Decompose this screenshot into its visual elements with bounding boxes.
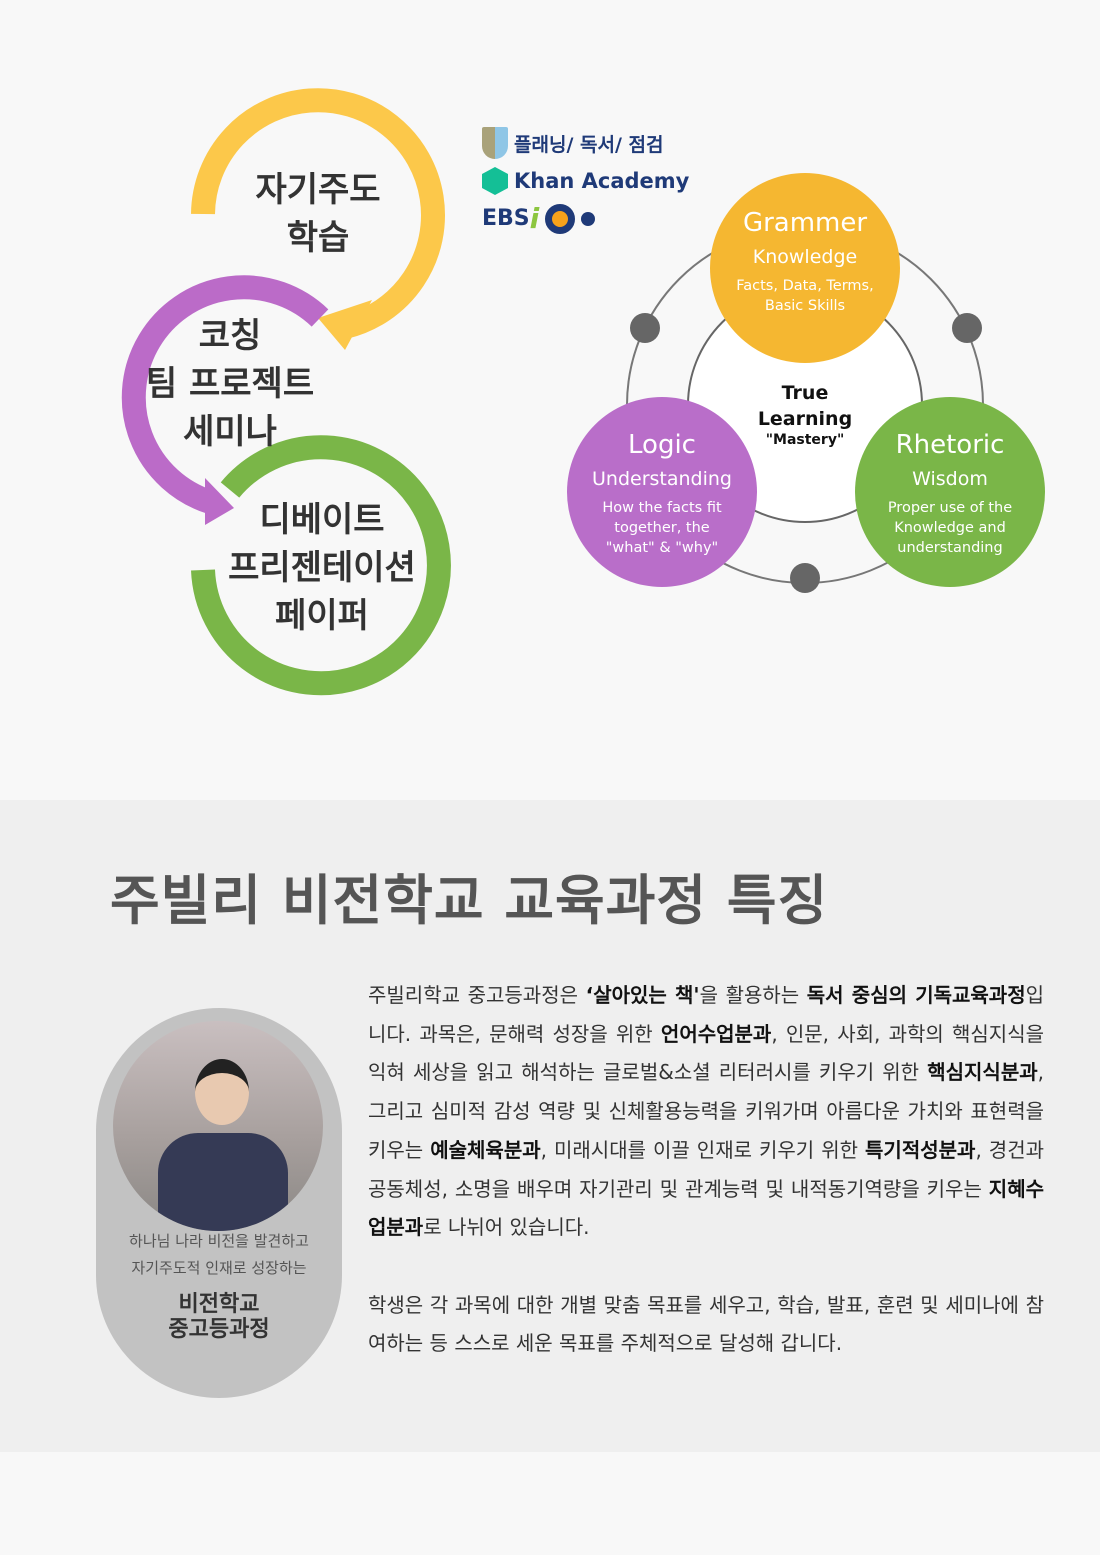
bold-text: 예술체육분과 — [430, 1137, 541, 1162]
bold-text: 독서 중심의 기독교육과정 — [806, 983, 1026, 1007]
node-dot — [952, 313, 982, 343]
center-line: "Mastery" — [765, 432, 845, 448]
logic-title: Logic — [628, 430, 696, 460]
grammar-circle — [710, 173, 900, 363]
grammar-text: Grammer Knowledge Facts, Data, Terms, Bas… — [710, 208, 900, 316]
bold-text: 특기적성분과 — [865, 1137, 976, 1162]
bold-text: 지혜수업분과 — [368, 1176, 1044, 1240]
trivium-diagram — [567, 173, 1045, 593]
desc-line: How the facts fit — [602, 500, 722, 516]
bold-text: 언어수업분과 — [660, 1021, 772, 1046]
paragraph: 주빌리학교 중고등과정은 ‘살아있는 책'을 활용하는 독서 중심의 기독교육과… — [368, 976, 1044, 1247]
logic-text: Logic Understanding How the facts fit tog… — [567, 430, 757, 558]
text: , 미래시대를 이끌 인재로 키우기 위한 — [540, 1137, 866, 1162]
desc-line: Facts, Data, Terms, — [736, 278, 874, 294]
khan-hexagon-icon — [482, 167, 508, 195]
rhetoric-circle — [855, 397, 1045, 587]
step-text: 팀 프로젝트 — [145, 364, 315, 404]
yellow-arrowhead — [318, 300, 372, 350]
desc-line: Proper use of the — [887, 500, 1013, 516]
true-learning-label: True Learning "Mastery" — [745, 380, 865, 448]
cycle-arrows — [121, 88, 451, 696]
tagline-line: 하나님 나라 비전을 발견하고 — [129, 1232, 309, 1250]
text: 입니다. 과목은, 문해력 성장을 위한 — [368, 983, 1045, 1046]
grammar-sub: Knowledge — [752, 246, 858, 268]
logo-khan-academy: Khan Academy — [482, 167, 689, 195]
face — [195, 1059, 249, 1125]
ebs-dot-icon — [581, 211, 596, 226]
grammar-title: Grammer — [742, 208, 868, 238]
paragraph: 학생은 각 과목에 대한 개별 맞춤 목표를 세우고, 학습, 발표, 훈련 및… — [368, 1286, 1044, 1363]
step-text: 학습 — [286, 218, 350, 258]
step-text: 페이퍼 — [275, 596, 369, 636]
step-text: 세미나 — [183, 412, 277, 452]
purple-arc — [121, 275, 329, 514]
text: , 인문, 사회, 과학의 핵심지식을 익혀 세상을 읽고 해석하는 글로벌&소… — [368, 1021, 1044, 1085]
logo-text: 플래닝/ 독서/ 점검 — [514, 133, 664, 156]
yellow-arc — [191, 88, 445, 339]
shield-icon — [482, 127, 508, 159]
step-text: 자기주도 — [255, 170, 381, 210]
desc-line: Basic Skills — [764, 298, 846, 314]
text: 로 나뉘어 있습니다. — [423, 1215, 590, 1240]
logic-circle — [567, 397, 757, 587]
logic-sub: Understanding — [592, 468, 732, 490]
uniform — [158, 1133, 288, 1231]
student-photo — [113, 1021, 323, 1231]
text: 을 활용하는 — [699, 983, 807, 1007]
step-text: 코칭 — [198, 316, 262, 356]
section-title: 주빌리 비전학교 교육과정 특징 — [110, 869, 829, 932]
ebs-i-icon: i — [529, 202, 540, 235]
curriculum-description: 주빌리학교 중고등과정은 ‘살아있는 책'을 활용하는 독서 중심의 기독교육과… — [368, 976, 1044, 1402]
step-text: 프리젠테이션 — [228, 548, 416, 588]
node-dot — [790, 563, 820, 593]
text: 학생은 각 과목에 대한 개별 맞춤 목표를 세우고, 학습, 발표, 훈련 및… — [368, 1292, 1044, 1356]
rhetoric-sub: Wisdom — [912, 468, 988, 490]
logo-text: Khan Academy — [514, 169, 690, 193]
rhetoric-title: Rhetoric — [895, 430, 1005, 460]
desc-line: Knowledge and — [894, 520, 1006, 536]
green-arc — [191, 435, 451, 696]
card-name: 비전학교 중고등과정 — [96, 1292, 342, 1342]
logo-ebsi: EBS i — [482, 202, 596, 235]
text: 주빌리학교 중고등과정은 — [368, 983, 586, 1007]
center-line: Learning — [757, 408, 853, 430]
logo-text: EBS — [482, 206, 530, 231]
desc-line: together, the — [614, 520, 710, 536]
text: , 경건과 공동체성, 소명을 배우며 자기관리 및 관계능력 및 내적동기역량… — [368, 1137, 1045, 1201]
node-dot — [630, 313, 660, 343]
profile-card: 하나님 나라 비전을 발견하고 자기주도적 인재로 성장하는 비전학교 중고등과… — [96, 1008, 342, 1398]
tagline-line: 자기주도적 인재로 성장하는 — [131, 1259, 307, 1277]
purple-arrowhead — [205, 478, 234, 525]
desc-line: "what" & "why" — [605, 540, 719, 556]
ebs-circle-icon — [545, 203, 576, 234]
text: , 그리고 심미적 감성 역량 및 신체활용능력을 키워가며 아름다운 가치와 … — [368, 1060, 1044, 1162]
bold-text: 핵심지식분과 — [927, 1060, 1038, 1085]
bold-text: ‘살아있는 책' — [585, 983, 700, 1007]
desc-line: understanding — [897, 540, 1003, 556]
name-line: 비전학교 — [178, 1292, 260, 1317]
logo-planning: 플래닝/ 독서/ 점검 — [482, 127, 663, 159]
name-line: 중고등과정 — [168, 1317, 270, 1342]
step-text: 디베이트 — [259, 500, 385, 540]
center-line: True — [781, 382, 829, 404]
card-tagline: 하나님 나라 비전을 발견하고 자기주도적 인재로 성장하는 — [96, 1228, 342, 1282]
